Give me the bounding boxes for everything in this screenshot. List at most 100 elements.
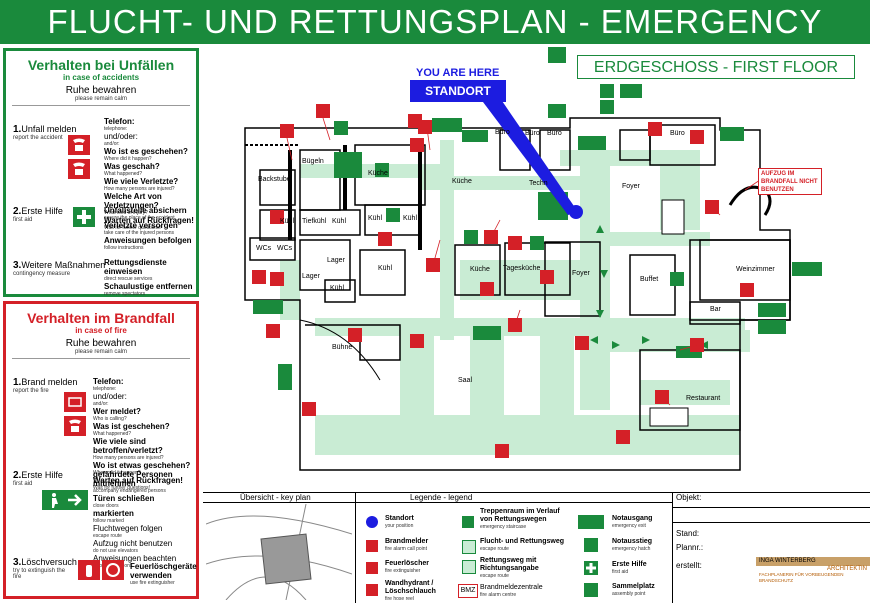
room-label: Restaurant (686, 395, 721, 402)
question-en: Where did it happen? (93, 470, 141, 476)
fire-sign (508, 236, 522, 250)
step-label: Weitere Maßnahmen (21, 260, 106, 270)
route-arrow (612, 341, 620, 349)
room-label: Lager (327, 257, 345, 264)
architect-subtitle: FACHPLANERIN FÜR VORBEUGENDEN BRANDSCHUT… (759, 572, 844, 583)
fire-calm: Ruhe bewahren (65, 338, 137, 349)
question: Warten auf Rückfragen! (93, 476, 183, 485)
or-label: und/oder: (104, 132, 138, 141)
accident-step-2: 2.Erste Hilfe first aid (13, 206, 63, 223)
room-label: Büro (670, 130, 685, 137)
room-label: Bar (710, 306, 721, 313)
fire-instructions-panel: Verhalten im Brandfall in case of fire R… (3, 301, 199, 599)
fire-sign (616, 430, 630, 444)
room-label: Küche (452, 178, 472, 185)
instruction-en: escape route (93, 533, 122, 539)
question-en: Who is calling? (93, 416, 127, 422)
or-label: und/oder: (93, 392, 127, 401)
fire-subtitle: in case of fire (75, 326, 127, 335)
bottom-strip (203, 492, 870, 604)
fire-sign (648, 122, 662, 136)
fire-step-3: 3.Löschversuch try to extinguish the fir… (13, 557, 77, 580)
room-label: Büro (525, 130, 540, 137)
divider (12, 105, 190, 106)
instruction: Schaulustige entfernen (104, 282, 193, 291)
legend-item: Treppenraum im Verlauf von Rettungswegen… (480, 508, 560, 530)
object-label: Objekt: (676, 493, 702, 502)
fire-extinguisher-icons (78, 560, 124, 580)
instruction: gefährdete Personen mitnehmen (93, 470, 173, 488)
first-aid-symbol (584, 561, 598, 575)
room-label: Kühl (332, 218, 347, 225)
fire-sign (410, 138, 424, 152)
exit-sign (578, 136, 606, 150)
phone-label: Telefon: (104, 117, 135, 126)
room-label: Foyer (622, 183, 640, 190)
fire-step-1: 1.Brand melden report the fire (13, 377, 77, 394)
fire-extinguisher-symbol (366, 562, 378, 574)
exit-sign (600, 100, 614, 114)
standort-marker (569, 205, 583, 219)
exit-sign (758, 320, 786, 334)
room-label: Bügeln (302, 158, 324, 165)
exit-sign (462, 130, 488, 142)
staircase (661, 199, 685, 235)
staircase-symbol (462, 516, 474, 528)
emergency-exit-symbol (578, 515, 604, 529)
accident-step-3: 3.Weitere Maßnahmen contingency measure (13, 260, 105, 277)
accident-calm: Ruhe bewahren (65, 85, 137, 96)
assembly-point-symbol (584, 583, 598, 597)
exit-sign (792, 262, 822, 276)
instruction: Anweisungen befolgen (104, 236, 192, 245)
instruction-en: follow instructions (104, 245, 144, 251)
room-label: Weinzimmer (736, 266, 775, 273)
leader-lines (286, 117, 761, 406)
emergency-hatch-symbol (584, 538, 598, 552)
room-label: Küche (368, 170, 388, 177)
question-en: What happened? (93, 431, 132, 437)
instruction-en: close doors (93, 503, 119, 509)
room-label: Tagesküche (503, 265, 541, 272)
room-label: Lager (302, 273, 320, 280)
divider (203, 502, 672, 503)
phone-label-en: telephone: (93, 386, 117, 392)
fire-sign (316, 104, 330, 118)
fire-sign (480, 282, 494, 296)
accident-step-1: 1.Unfall melden report the accident (13, 124, 76, 141)
question-en: What happened? (104, 171, 143, 177)
room-label: Kühl (378, 265, 393, 272)
step-number: 3. (13, 260, 22, 271)
step-number: 1. (13, 124, 22, 135)
bmz-symbol: BMZ (458, 584, 478, 598)
room-label: Kühl (403, 215, 418, 222)
accident-instructions-panel: Verhalten bei Unfällen in case of accide… (3, 48, 199, 297)
fire-sign (270, 272, 284, 286)
exit-sign (253, 300, 283, 314)
question-en: Wait for further questions! (104, 225, 162, 231)
overview-label: Übersicht - key plan (240, 493, 311, 502)
exit-sign (375, 163, 389, 177)
fire-sign (378, 232, 392, 246)
room-label: WCs (256, 245, 272, 252)
fire-sign (740, 283, 754, 297)
phone-label: Telefon: (93, 377, 124, 386)
plannr-label: Plannr.: (676, 543, 704, 552)
instruction: Aufzug nicht benutzen (93, 539, 173, 548)
instruction: Feuerlöschgeräte verwenden (130, 562, 197, 580)
staircases (334, 152, 689, 427)
fire-sign (302, 402, 316, 416)
exit-sign (620, 84, 642, 98)
legend-label: Legende - legend (410, 493, 473, 502)
route-arrow (642, 336, 650, 344)
step-label: Brand melden (21, 377, 78, 387)
exit-sign (720, 127, 744, 141)
route-arrow (596, 225, 604, 233)
instruction-en: use fire extinguisher (130, 580, 175, 586)
further-measures-details: Rettungsdienste einweisen direct rescue … (104, 258, 198, 297)
